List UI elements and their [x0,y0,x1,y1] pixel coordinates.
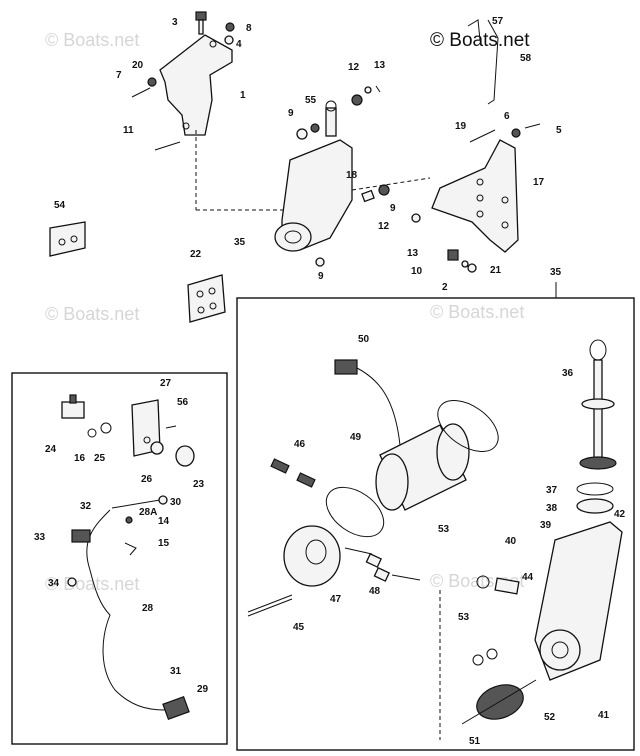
part-callout-label: 38 [546,503,558,514]
part-callout-label: 54 [54,200,66,211]
part-callout-label: 14 [158,516,170,527]
part-callout-label: 29 [197,684,209,695]
part-callout-label: 55 [305,95,317,106]
part-callout-label: 58 [520,53,532,64]
part-callout-label: 42 [614,509,626,520]
part-callout-label: 11 [123,125,134,136]
part-callout-label: 10 [411,266,423,277]
switch-harness-box [11,372,228,745]
motor-detail-box [236,297,635,751]
part-callout-label: 31 [170,666,182,677]
part-callout-label: 28 [142,603,154,614]
part-callout-label: 44 [522,572,534,583]
part-callout-label: 22 [190,249,202,260]
part-callout-label: 3 [172,17,178,28]
part-callout-label: 25 [94,453,106,464]
part-callout-label: 52 [544,712,556,723]
part-callout-label: 33 [34,532,46,543]
part-callout-label: 7 [116,70,122,81]
part-callout-label: 9 [390,203,396,214]
part-callout-label: 46 [294,439,306,450]
part-callout-label: 35 [550,267,562,278]
mounting-plate [187,274,226,323]
part-callout-label: 9 [288,108,294,119]
motor-detail [247,339,623,740]
part-callout-label: 12 [348,62,360,73]
pump-motor-assembly [274,85,431,267]
part-callout-label: 41 [598,710,610,721]
watermark-top-right: © Boats.net [430,30,530,51]
part-callout-label: 17 [533,177,545,188]
watermark-text: © Boats.net [45,304,139,324]
part-callout-label: 49 [350,432,362,443]
part-callout-label: 53 [458,612,470,623]
part-callout-label: 26 [141,474,153,485]
part-callout-label: 47 [330,594,342,605]
part-callout-label: 24 [45,444,57,455]
part-callout-label: 30 [170,497,182,508]
part-callout-label: 40 [505,536,517,547]
part-callout-label: 35 [234,237,246,248]
part-callout-label: 13 [407,248,419,259]
part-callout-label: 32 [80,501,92,512]
switch-harness-detail [61,394,195,721]
part-callout-label: 56 [177,397,189,408]
part-callout-label: 27 [160,378,172,389]
trim-bracket [411,19,541,273]
part-callout-label: 37 [546,485,558,496]
rubber-block [49,221,86,257]
part-callout-label: 13 [374,60,386,71]
part-callout-label: 12 [378,221,390,232]
watermark-text: © Boats.net [45,30,139,50]
leader-35-box [237,282,557,299]
part-callout-label: 50 [358,334,370,345]
part-callout-label: 8 [246,23,252,34]
part-callout-label: 5 [556,125,562,136]
part-callout-label: 48 [369,586,381,597]
part-callout-label: 53 [438,524,450,535]
part-callout-label: 15 [158,538,170,549]
part-callout-label: 45 [293,622,305,633]
part-callout-label: 23 [193,479,205,490]
part-callout-label: 34 [48,578,60,589]
part-callout-label: 36 [562,368,574,379]
part-callout-label: 57 [492,16,504,27]
part-callout-label: 4 [236,39,242,50]
watermark-text: © Boats.net [430,302,524,322]
part-callout-label: 28A [139,507,157,518]
part-callout-label: 6 [504,111,510,122]
part-callout-label: 9 [318,271,324,282]
part-callout-label: 51 [469,736,481,747]
part-callout-label: 1 [240,90,246,101]
part-callout-label: 21 [490,265,502,276]
part-callout-label: 2 [442,282,448,293]
part-callout-label: 16 [74,453,86,464]
part-callout-label: 39 [540,520,552,531]
mounting-bracket [131,11,285,211]
part-callout-label: 18 [346,170,358,181]
part-callout-label: 19 [455,121,467,132]
part-callout-label: 20 [132,60,144,71]
